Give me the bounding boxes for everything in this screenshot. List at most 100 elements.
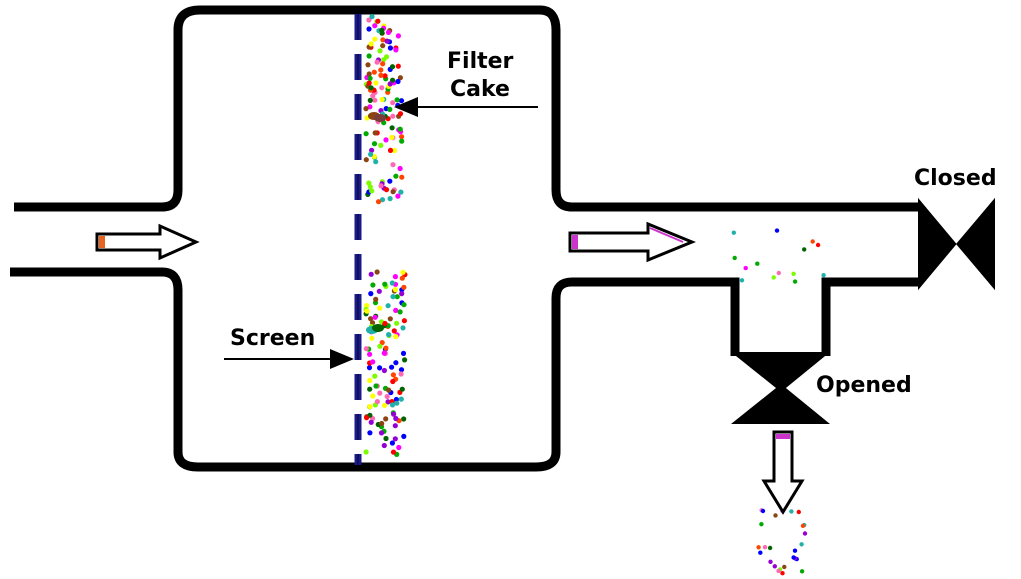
particle [369, 14, 375, 20]
particle [399, 138, 405, 144]
particle [367, 184, 373, 190]
particle [369, 335, 375, 341]
filter-cake-particles [363, 14, 408, 457]
particle [393, 47, 399, 53]
closed-label: Closed [914, 166, 997, 191]
particle [394, 400, 400, 406]
particle [367, 104, 373, 110]
particle [389, 364, 395, 370]
particle [771, 275, 776, 280]
particle [374, 399, 380, 405]
particle [397, 309, 403, 315]
particle [398, 367, 405, 373]
particle [371, 141, 378, 147]
particle [390, 162, 396, 168]
particle [377, 365, 383, 371]
particle [772, 564, 777, 569]
particle [364, 303, 370, 309]
particle [390, 113, 396, 119]
particle [371, 69, 377, 75]
particle [363, 449, 369, 455]
inlet-flow-arrow [95, 223, 200, 261]
particle [372, 23, 378, 29]
particle [387, 178, 393, 184]
particle [372, 130, 378, 136]
particle [371, 154, 377, 160]
particle [387, 81, 393, 87]
particle [800, 523, 806, 528]
particle [369, 147, 375, 153]
particle [389, 64, 396, 70]
particle [390, 189, 396, 195]
particle [387, 106, 393, 112]
particle [402, 357, 408, 363]
particle [372, 314, 378, 320]
particle [399, 386, 405, 392]
particle [383, 187, 390, 193]
particle [399, 291, 405, 297]
particle [398, 98, 405, 104]
particle [773, 513, 778, 518]
particle [381, 442, 387, 449]
particle [370, 393, 376, 399]
particle [367, 430, 373, 436]
opened-valve [731, 352, 830, 424]
particle [760, 508, 766, 514]
particle [397, 126, 403, 132]
particle [390, 378, 396, 385]
particle [401, 318, 407, 324]
particle [364, 415, 370, 421]
particle [377, 48, 383, 54]
particle [367, 97, 373, 103]
particle [731, 230, 736, 235]
particle [370, 282, 376, 288]
particle [373, 80, 379, 86]
particle [368, 151, 374, 157]
particle [383, 435, 389, 442]
particle [383, 345, 389, 351]
particle [792, 548, 798, 553]
particle [379, 27, 385, 33]
vessel-outline [14, 5, 920, 212]
particle [393, 307, 399, 313]
particle [364, 308, 370, 314]
particle [394, 97, 400, 103]
particle [373, 383, 379, 389]
particle [762, 545, 768, 550]
particle [400, 325, 406, 331]
particle [796, 509, 801, 515]
discharge-particles [756, 508, 808, 576]
particle [390, 100, 396, 106]
particle [395, 63, 401, 69]
particle [368, 85, 374, 91]
particle [385, 29, 392, 35]
particle [776, 568, 781, 574]
particle [768, 559, 773, 564]
particle [396, 444, 402, 451]
particle [399, 174, 405, 180]
particle [401, 302, 407, 308]
particle [387, 147, 394, 153]
vessel-outline-lower [10, 267, 740, 472]
particle [395, 78, 401, 85]
particle [392, 436, 398, 442]
particle [383, 54, 390, 60]
particle [776, 270, 781, 276]
particle [378, 142, 384, 148]
particle [815, 242, 821, 248]
particle [389, 402, 396, 408]
particle [399, 134, 405, 140]
particle [363, 106, 369, 112]
particle [791, 271, 796, 276]
particle [397, 165, 403, 172]
particle [370, 359, 376, 365]
particle [387, 316, 393, 322]
particle [399, 275, 405, 281]
particle [393, 334, 399, 340]
particle [759, 522, 764, 527]
particle [372, 36, 378, 42]
particle [382, 402, 388, 408]
particle [376, 288, 382, 294]
particle [390, 77, 396, 83]
